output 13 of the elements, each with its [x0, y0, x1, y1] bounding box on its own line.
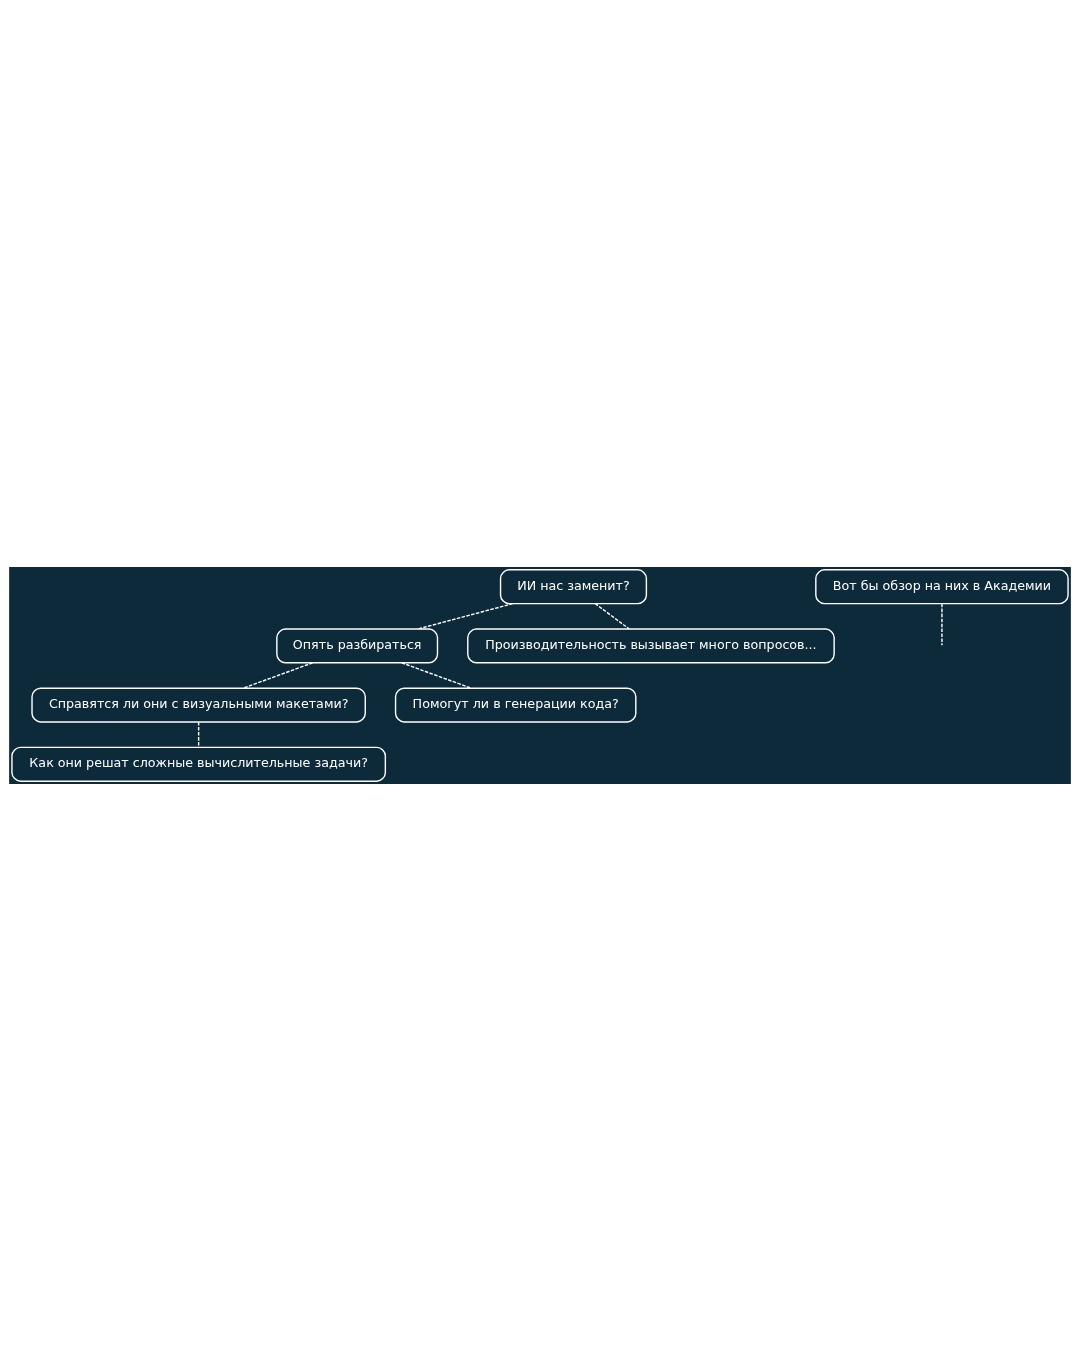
connector	[417, 602, 514, 630]
connector	[941, 602, 943, 646]
connector	[197, 721, 200, 748]
node-box: Производительность вызывает много вопросов...	[467, 627, 835, 664]
connector	[594, 602, 630, 630]
node-box: ИИ нас заменит?	[499, 568, 648, 604]
connector	[401, 661, 472, 689]
node-box: Справятся ли они с визуальными макетами?	[31, 686, 366, 723]
node-box: Вот бы обзор на них в Академии	[815, 568, 1069, 604]
node-box: Помогут ли в генерации кода?	[394, 686, 637, 723]
connector	[242, 661, 314, 689]
node-box: Опять разбираться	[276, 627, 439, 664]
node-box: Как они решат сложные вычислительные задачи?	[11, 746, 387, 782]
